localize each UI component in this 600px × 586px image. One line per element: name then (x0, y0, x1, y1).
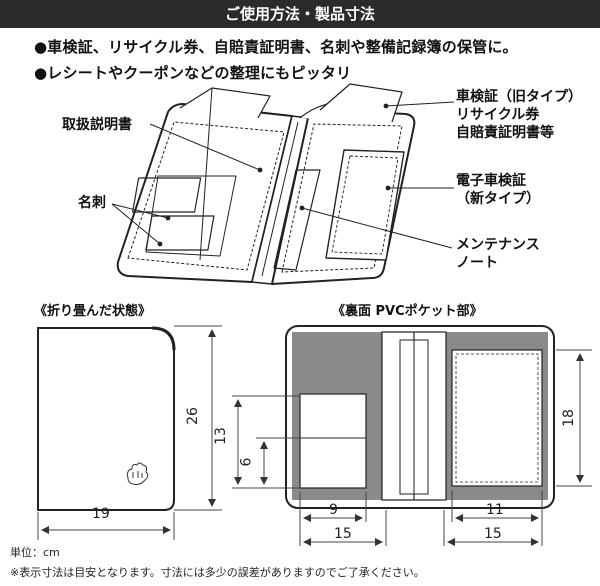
section-folded: 《折り畳んだ状態》 (34, 304, 152, 319)
unit-note: 単位：cm (10, 546, 60, 559)
label-maintenance-2: ノート (456, 255, 498, 271)
label-business-card: 名刺 (78, 195, 106, 211)
dim-height: 26 (184, 407, 201, 425)
label-maintenance-1: メンテナンス (456, 237, 540, 253)
label-e-cert-1: 電子車検証 (456, 173, 526, 189)
back-pvc-pocket (285, 325, 555, 509)
dim-pocket-6: 6 (238, 457, 255, 467)
label-e-cert-2: （新タイプ） (456, 191, 540, 207)
disclaimer-note: ※表示寸法は目安となります。寸法には多少の誤差がありますのでご了承ください。 (10, 566, 425, 579)
label-old-type-1: 車検証（旧タイプ） (456, 89, 582, 105)
dim-pocket-13: 13 (212, 427, 229, 445)
leader-lines (111, 101, 455, 249)
section-back-pocket: 《裏面 PVCポケット部》 (332, 304, 483, 319)
open-case-illustration (116, 83, 416, 285)
dim-pocket-15-right: 15 (484, 526, 502, 542)
header-bar: ご使用方法・製品寸法 (0, 0, 600, 28)
folded-case (37, 326, 176, 511)
dim-pocket-18: 18 (560, 409, 577, 427)
header-title: ご使用方法・製品寸法 (224, 5, 375, 23)
dim-pocket-9: 9 (329, 502, 338, 518)
dim-pocket-11: 11 (486, 502, 504, 518)
dim-pocket-15-left: 15 (334, 526, 352, 542)
back-dimensions (232, 349, 592, 546)
bullet-line-2: ●レシートやクーポンなどの整理にもピッタリ (34, 64, 352, 82)
mouse-glove-logo (127, 462, 149, 485)
dim-width: 19 (92, 506, 110, 522)
bullet-line-1: ●車検証、リサイクル券、自賠責証明書、名刺や整備記録簿の保管に。 (34, 38, 518, 56)
label-old-type-3: 自賠責証明書等 (456, 125, 554, 141)
label-old-type-2: リサイクル券 (456, 107, 540, 123)
folded-dimensions (37, 325, 222, 540)
label-manual: 取扱説明書 (62, 117, 132, 133)
